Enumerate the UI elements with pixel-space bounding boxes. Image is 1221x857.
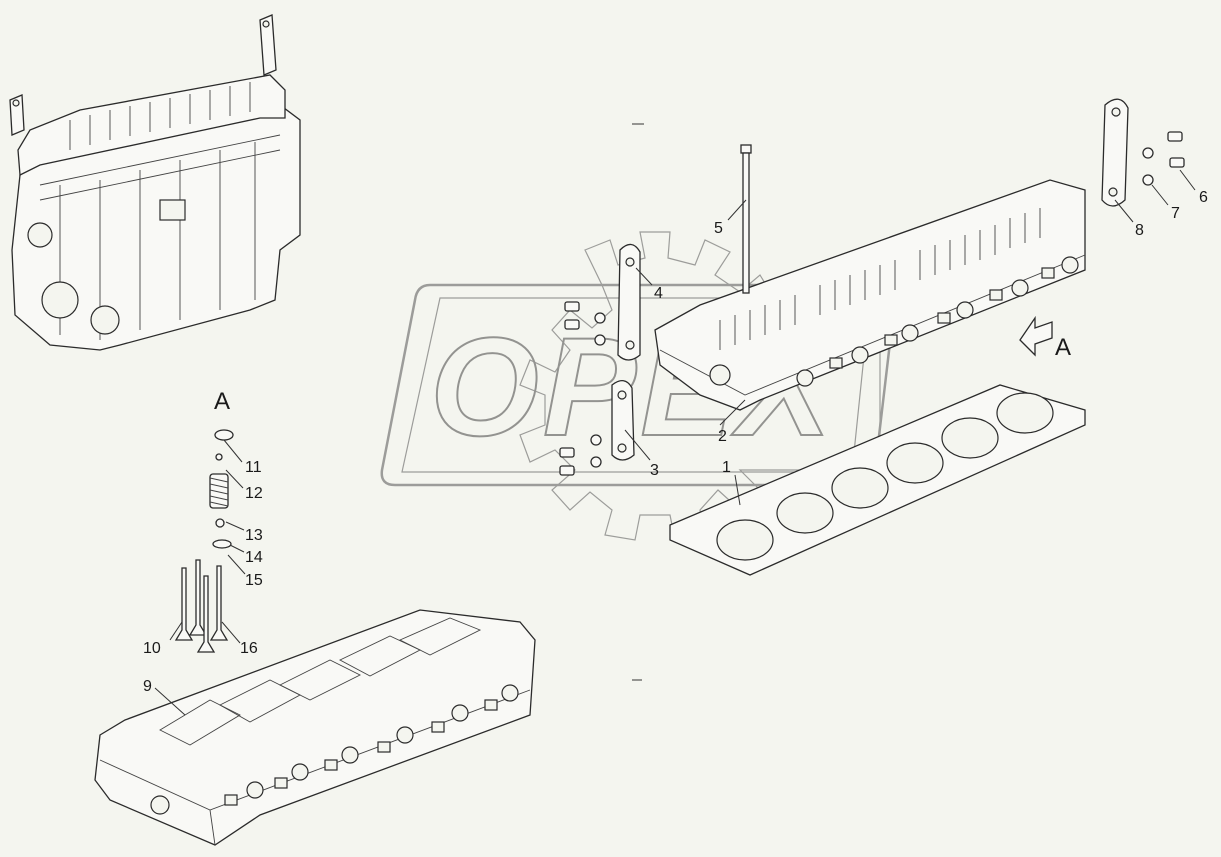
valve-seal xyxy=(215,518,225,528)
callout-8: 8 xyxy=(1135,222,1144,239)
detail-view-label: A xyxy=(214,388,230,415)
callout-7: 7 xyxy=(1171,205,1180,222)
callout-3: 3 xyxy=(650,462,659,479)
callouts: 1 2 3 4 5 6 7 8 9 10 11 12 13 14 15 16 xyxy=(143,189,1208,695)
callout-2: 2 xyxy=(718,428,727,445)
tick-marks xyxy=(632,123,644,681)
callout-5: 5 xyxy=(714,220,723,237)
cylinder-head-bare xyxy=(94,609,536,846)
callout-9: 9 xyxy=(143,678,152,695)
callout-6: 6 xyxy=(1199,189,1208,206)
view-arrow-label: A xyxy=(1055,334,1071,361)
valve-cap xyxy=(214,429,234,441)
view-direction-arrow xyxy=(1019,315,1053,357)
callout-15: 15 xyxy=(245,572,263,589)
callout-16: 16 xyxy=(240,640,258,657)
callout-11: 11 xyxy=(245,459,262,476)
engine-block-assembly xyxy=(9,14,301,351)
head-gasket xyxy=(669,384,1086,576)
callout-10: 10 xyxy=(143,640,161,657)
cylinder-head-assembly xyxy=(654,179,1086,411)
leader-lines xyxy=(154,169,1196,716)
callout-4: 4 xyxy=(654,285,663,302)
valve-parts xyxy=(174,429,234,653)
valve-keeper xyxy=(215,453,223,461)
lifting-bracket-front xyxy=(611,243,641,461)
lifting-bracket-rear xyxy=(1101,98,1129,207)
callout-1: 1 xyxy=(722,459,731,476)
head-bolt xyxy=(740,144,752,294)
valves xyxy=(174,559,229,653)
callout-12: 12 xyxy=(245,485,263,502)
bracket-screws xyxy=(559,131,1185,476)
spring-seat xyxy=(212,539,232,549)
valve-spring xyxy=(209,473,229,509)
callout-13: 13 xyxy=(245,527,263,544)
callout-14: 14 xyxy=(245,549,263,566)
